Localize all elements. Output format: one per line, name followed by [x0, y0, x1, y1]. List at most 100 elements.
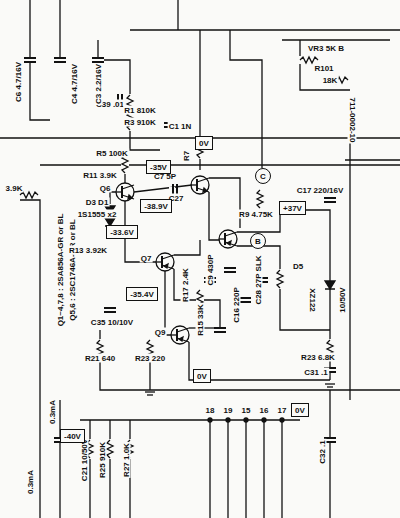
- voltage-text: 0V: [197, 372, 207, 381]
- part-label: C1 1N: [168, 122, 193, 131]
- capacitor-plate: [324, 201, 336, 203]
- part-label: C17 220/16V: [296, 186, 345, 195]
- resistor-symbol: [277, 270, 283, 288]
- part-label: D3 D1: [85, 198, 110, 207]
- part-label: R25 910K: [98, 441, 107, 479]
- resistor-symbol: [300, 57, 318, 63]
- part-label: C31 .1: [303, 368, 329, 377]
- transistor-lead: [191, 184, 197, 185]
- voltage-text: 0V: [199, 139, 209, 148]
- voltage-box: 0V: [193, 369, 211, 383]
- pin-lead: [227, 420, 228, 518]
- resistor-gap: [276, 269, 284, 289]
- resistor-symbol: [107, 440, 113, 458]
- part-label: VR3 5K B: [307, 44, 345, 53]
- voltage-text: B: [255, 237, 261, 246]
- part-label: R9 4.75K: [238, 210, 274, 219]
- part-label: 711-0002-10: [348, 97, 357, 144]
- part-label: R15 33K: [196, 303, 205, 337]
- capacitor-plate: [24, 61, 36, 63]
- part-label: R7: [182, 150, 191, 162]
- voltage-text: -40V: [64, 432, 81, 441]
- pin-lead: [281, 420, 282, 518]
- capacitor-gap: [24, 57, 36, 63]
- transistor-arrow: [128, 195, 132, 199]
- resistor-gap: [256, 189, 264, 209]
- transistor-lead: [177, 328, 189, 332]
- voltage-text: +37V: [283, 204, 302, 213]
- part-label: 0.3mA: [26, 469, 35, 495]
- capacitor-gap: [239, 297, 251, 303]
- resistor-symbol: [20, 192, 38, 198]
- voltage-text: -35.4V: [130, 290, 154, 299]
- voltage-text: C: [260, 172, 266, 181]
- transistor-symbol: [219, 230, 237, 248]
- transistor-symbol: [171, 326, 189, 344]
- part-label: C6 4.7/16V: [14, 61, 23, 103]
- voltage-box: -33.6V: [106, 225, 138, 239]
- voltage-text: 0V: [295, 406, 305, 415]
- capacitor-gap: [214, 327, 226, 333]
- part-label: 19: [223, 406, 234, 415]
- part-label: R23 6.8K: [300, 353, 336, 362]
- voltage-box: +37V: [279, 201, 306, 215]
- part-label: R27 1.0K: [122, 442, 131, 478]
- part-label: R5 100K: [95, 149, 129, 158]
- ground-symbol: [145, 391, 155, 392]
- pin-lead: [209, 420, 210, 518]
- part-label: C28 27P SLK: [254, 254, 263, 305]
- part-label: Q6: [99, 184, 112, 193]
- part-label: C21 10/50V: [80, 438, 89, 482]
- transistor-arrow: [203, 188, 207, 192]
- pin-lead: [245, 420, 246, 518]
- part-label: C32 .1: [318, 439, 327, 465]
- part-label: 1S1555 x2: [77, 210, 118, 219]
- part-label: R101: [313, 64, 334, 73]
- transistor-lead: [122, 195, 134, 199]
- transistor-lead: [162, 255, 174, 259]
- transistor-lead: [197, 188, 209, 192]
- capacitor-plate: [324, 197, 336, 199]
- part-label: 18: [205, 406, 216, 415]
- capacitor-plate: [54, 57, 66, 59]
- transistor-lead: [225, 232, 237, 236]
- diode-symbol: [325, 281, 335, 289]
- capacitor-plate: [214, 331, 226, 333]
- part-label: R21 640: [84, 354, 116, 363]
- transistor-lead: [197, 178, 209, 182]
- part-label: 17: [277, 406, 288, 415]
- transistor-symbol: [191, 176, 209, 194]
- part-label: Q5,6 : 2SC1746A-GR or BL: [68, 218, 77, 321]
- capacitor-plate: [224, 267, 236, 269]
- diode-bar: [325, 288, 335, 290]
- transistor-lead: [122, 185, 134, 189]
- part-label: R13 3.92K: [68, 246, 108, 255]
- part-label: R1 810K: [123, 106, 157, 115]
- test-point-circle: B: [250, 233, 266, 249]
- resistor-symbol: [122, 155, 128, 173]
- transistor-arrow: [164, 264, 168, 268]
- transistor-symbol: [116, 183, 134, 201]
- part-label: R17 2.4K: [181, 267, 190, 303]
- part-label: XZ122: [308, 287, 317, 313]
- part-label: Q9: [154, 328, 167, 337]
- part-label: R3 910K: [123, 118, 157, 127]
- transistor-lead: [177, 338, 189, 342]
- capacitor-gap: [224, 267, 236, 273]
- voltage-box: -35.4V: [126, 287, 158, 301]
- pin-lead: [263, 420, 264, 518]
- part-label: 18K: [322, 76, 339, 85]
- capacitor-gap: [324, 197, 336, 203]
- part-label: 3.9K: [5, 184, 24, 193]
- voltage-box: -40V: [60, 429, 85, 443]
- capacitor-plate: [54, 61, 66, 63]
- capacitor-plate: [224, 271, 236, 273]
- part-label: R11 3.9K: [82, 171, 117, 180]
- transistor-lead: [156, 261, 162, 262]
- part-label: C35 10/10V: [90, 318, 134, 327]
- transistor-arrow: [179, 337, 183, 341]
- capacitor-plate: [214, 327, 226, 329]
- part-label: 0.3mA: [48, 399, 57, 425]
- transistor-lead: [116, 191, 122, 192]
